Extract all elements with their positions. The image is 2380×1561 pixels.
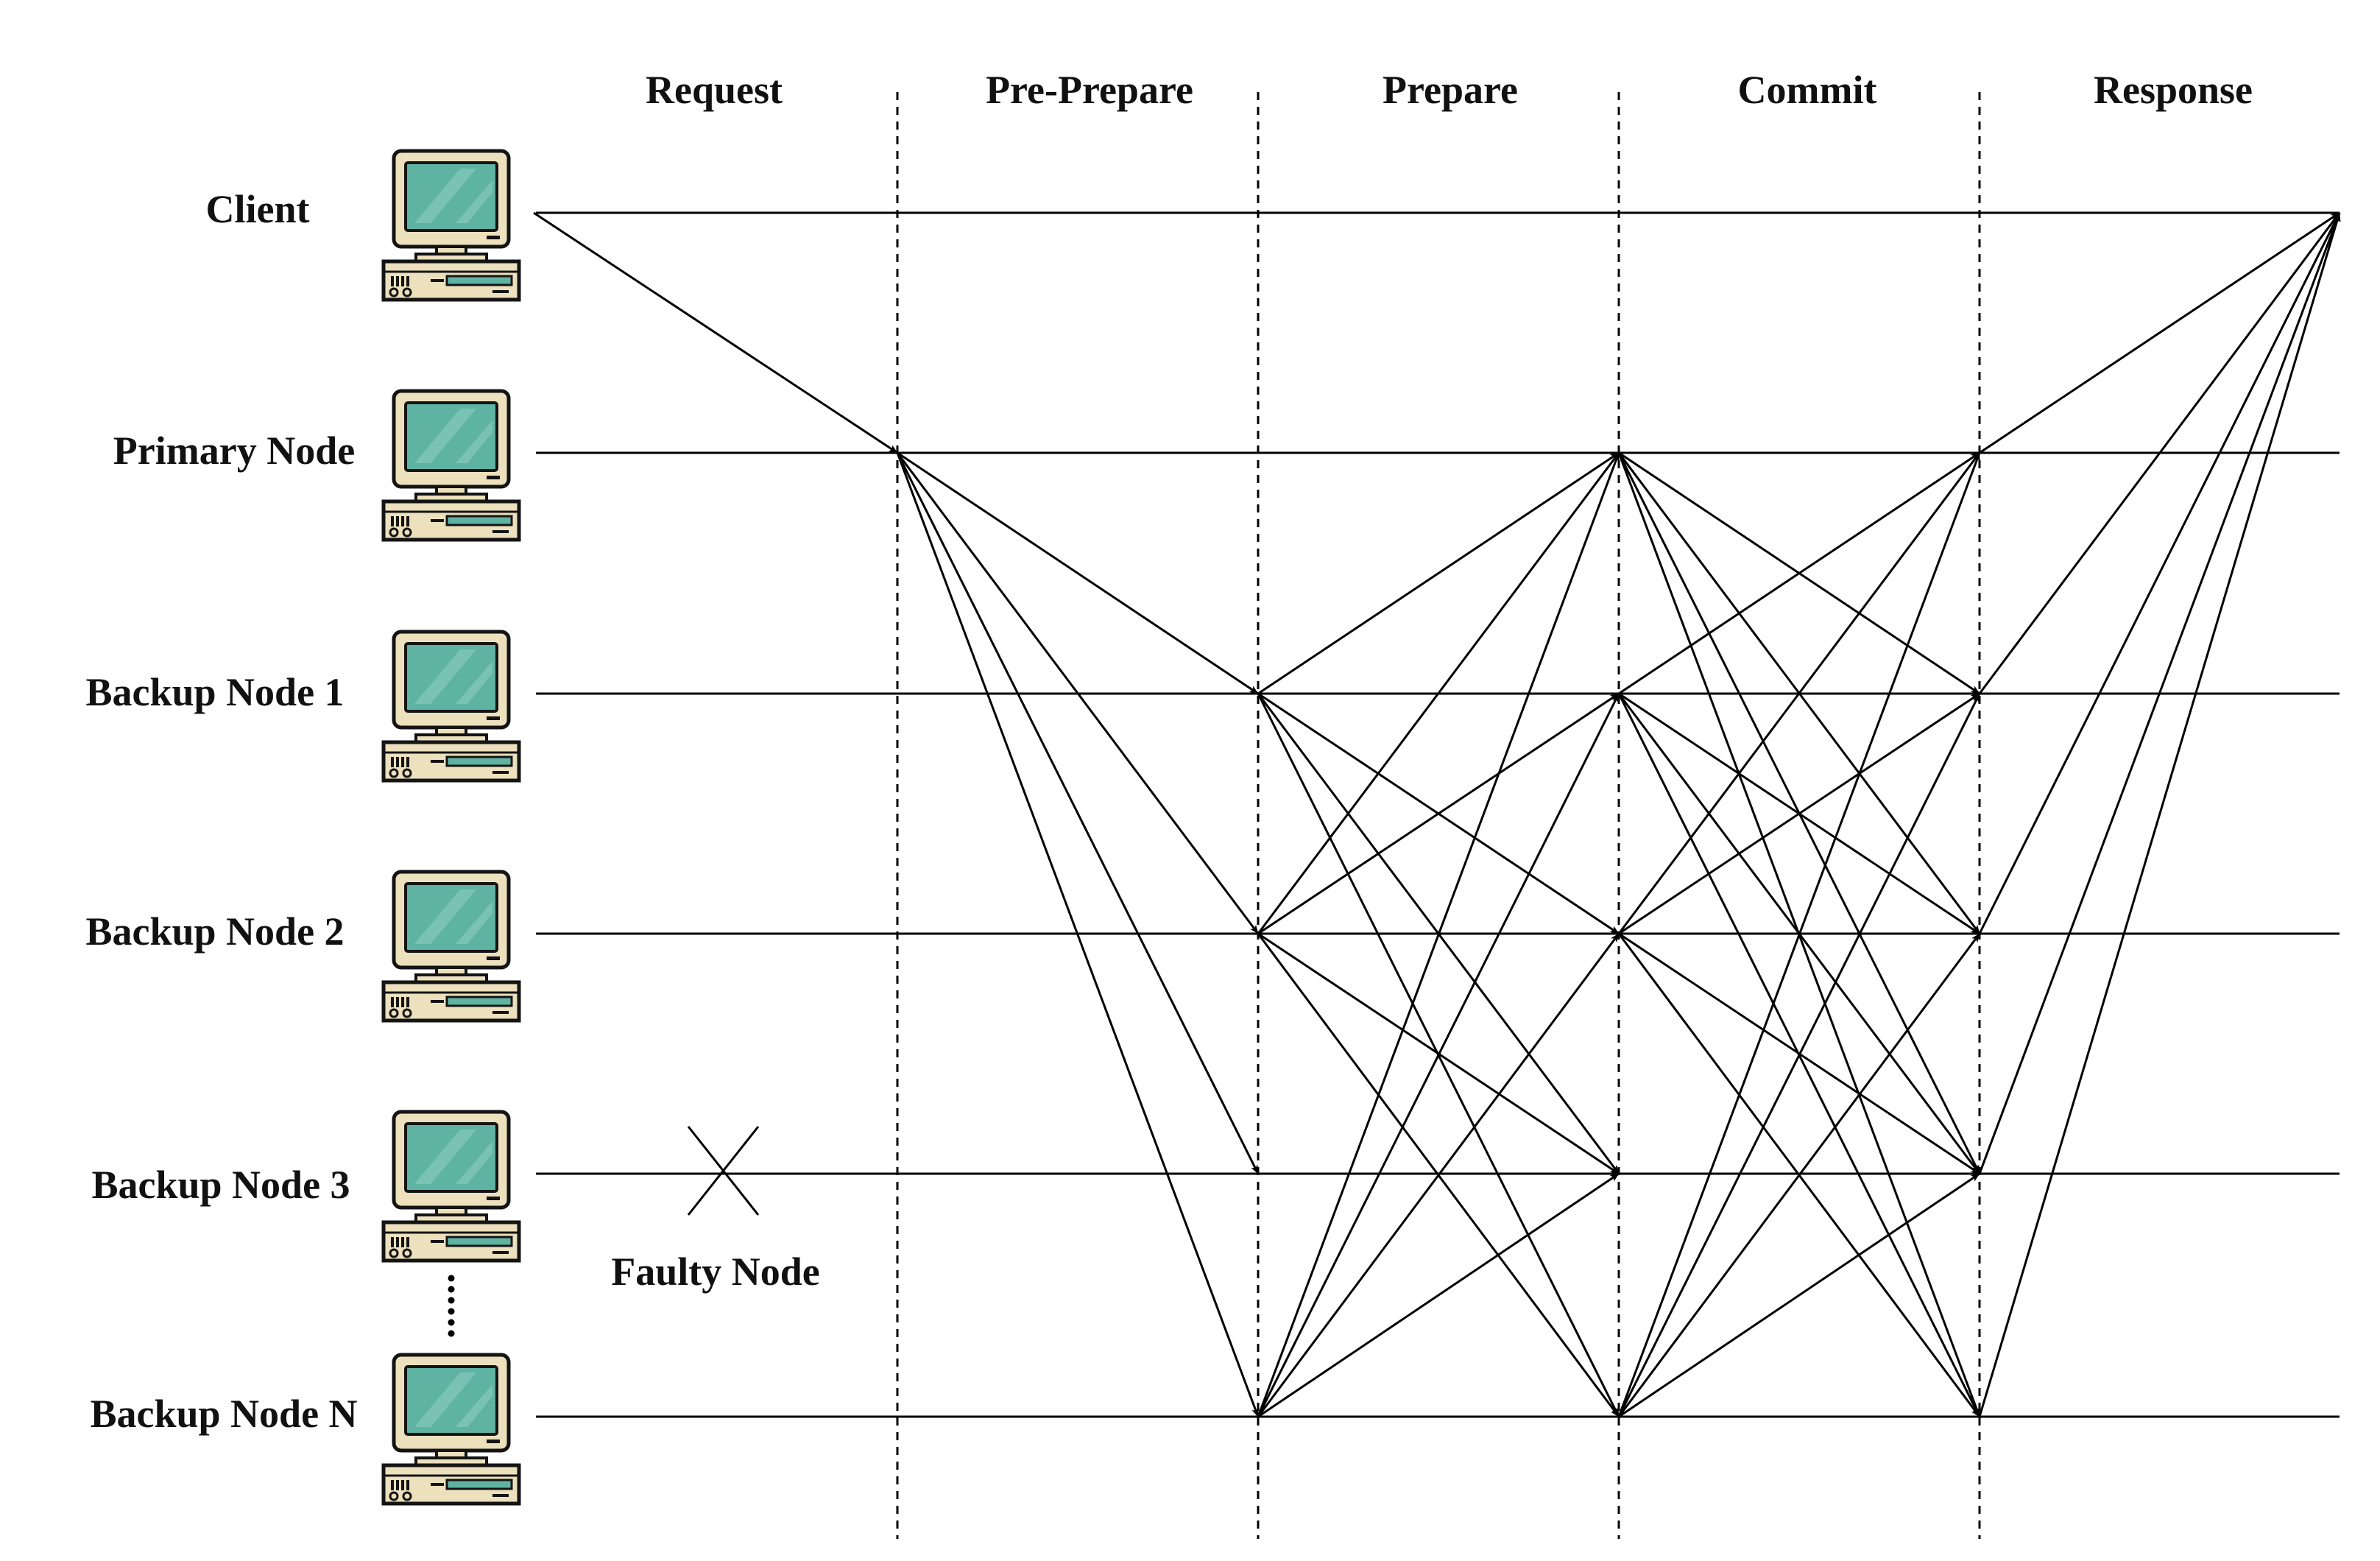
response-arrow-from-3 (1978, 212, 2341, 934)
desktop-computer-icon-backup-node-n (384, 1355, 519, 1504)
desktop-computer-icon-backup-node-1 (384, 632, 519, 780)
phase-label-response: Response (2094, 68, 2253, 112)
pre-prepare-arrow-to-node-3 (896, 452, 1260, 934)
response-arrow-from-2 (1978, 212, 2341, 694)
pre-prepare-arrow-to-node-2 (897, 451, 1259, 695)
phase-labels: Request Pre-Prepare Prepare Commit Respo… (646, 68, 2253, 112)
prepare-arrow-5-to-1 (1257, 452, 1620, 1417)
pre-prepare-arrow-to-node-5 (896, 452, 1260, 1417)
phase-dividers (896, 92, 1981, 1539)
phase-label-prepare: Prepare (1383, 68, 1518, 112)
ellipsis-dot-1 (448, 1286, 455, 1293)
ellipsis-dot-0 (448, 1275, 455, 1282)
phase-label-commit: Commit (1738, 68, 1877, 112)
faulty-node-label: Faulty Node (611, 1250, 820, 1294)
message-arrows (533, 211, 2341, 1418)
vertical-ellipsis (448, 1275, 455, 1337)
ellipsis-dot-4 (448, 1319, 455, 1326)
response-arrow-from-4 (1978, 212, 2341, 1174)
commit-arrow-5-to-3 (1617, 933, 1981, 1417)
commit-arrow-5-to-1 (1617, 452, 1981, 1417)
node-label-backup-node-1: Backup Node 1 (85, 670, 344, 714)
desktop-computer-icon-backup-node-2 (384, 872, 519, 1021)
response-arrow-from-5 (1978, 212, 2341, 1417)
node-label-backup-node-3: Backup Node 3 (91, 1163, 350, 1207)
commit-arrow-3-to-2 (1618, 692, 1980, 935)
node-label-backup-node-n: Backup Node N (90, 1392, 357, 1436)
phase-label-request: Request (646, 68, 783, 112)
node-label-backup-node-2: Backup Node 2 (85, 909, 344, 954)
ellipsis-dot-2 (448, 1297, 455, 1304)
prepare-arrow-5-to-4 (1257, 1172, 1620, 1418)
desktop-computer-icon-backup-node-3 (384, 1112, 519, 1261)
prepare-arrow-2-to-1 (1257, 451, 1620, 695)
ellipsis-dot-3 (448, 1308, 455, 1315)
commit-arrow-5-to-4 (1618, 1172, 1980, 1418)
desktop-computer-icon-client (384, 151, 519, 300)
response-arrow-from-1 (1979, 211, 2340, 454)
commit-arrow-2-to-1 (1618, 451, 1980, 695)
prepare-arrow-5-to-2 (1257, 693, 1620, 1417)
request-arrow (533, 211, 898, 454)
commit-arrow-5-to-2 (1617, 693, 1981, 1417)
faulty-marker: Faulty Node (611, 1126, 820, 1294)
pre-prepare-arrow-to-node-4 (896, 452, 1260, 1174)
node-label-client: Client (206, 187, 310, 231)
prepare-arrow-5-to-3 (1257, 933, 1620, 1417)
desktop-computer-icon-primary-node (384, 391, 519, 540)
commit-arrow-3-to-1 (1617, 452, 1981, 934)
prepare-arrow-3-to-2 (1257, 692, 1620, 935)
node-labels: Client Primary Node Backup Node 1 Backup… (85, 187, 357, 1436)
prepare-arrow-3-to-1 (1257, 452, 1620, 934)
faulty-cross-stroke-b (687, 1126, 760, 1216)
ellipsis-dot-5 (448, 1330, 455, 1337)
node-label-primary-node: Primary Node (113, 429, 355, 473)
phase-label-pre-prepare: Pre-Prepare (986, 68, 1193, 112)
